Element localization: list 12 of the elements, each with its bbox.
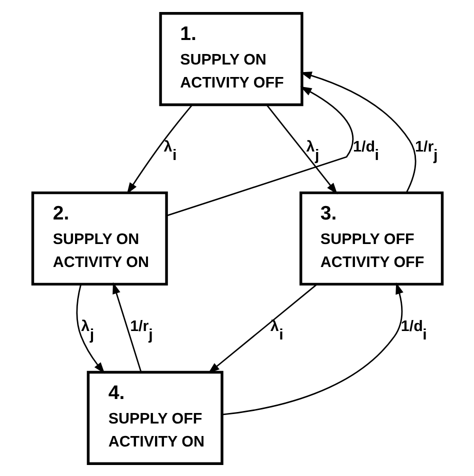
arrow xyxy=(266,104,337,194)
node-box: 3. SUPPLY OFF ACTIVITY OFF xyxy=(299,190,444,286)
node-box: 1. SUPPLY ON ACTIVITY OFF xyxy=(158,12,303,106)
node-box: 2. SUPPLY ON ACTIVITY ON xyxy=(30,190,168,286)
arrow xyxy=(300,71,416,193)
arrow xyxy=(166,86,354,216)
node-box: 4. SUPPLY OFF ACTIVITY ON xyxy=(86,370,223,464)
arrow xyxy=(126,104,192,194)
arrow xyxy=(76,284,104,374)
arrow xyxy=(222,282,403,415)
arrow xyxy=(208,283,317,374)
arrow xyxy=(112,282,142,372)
